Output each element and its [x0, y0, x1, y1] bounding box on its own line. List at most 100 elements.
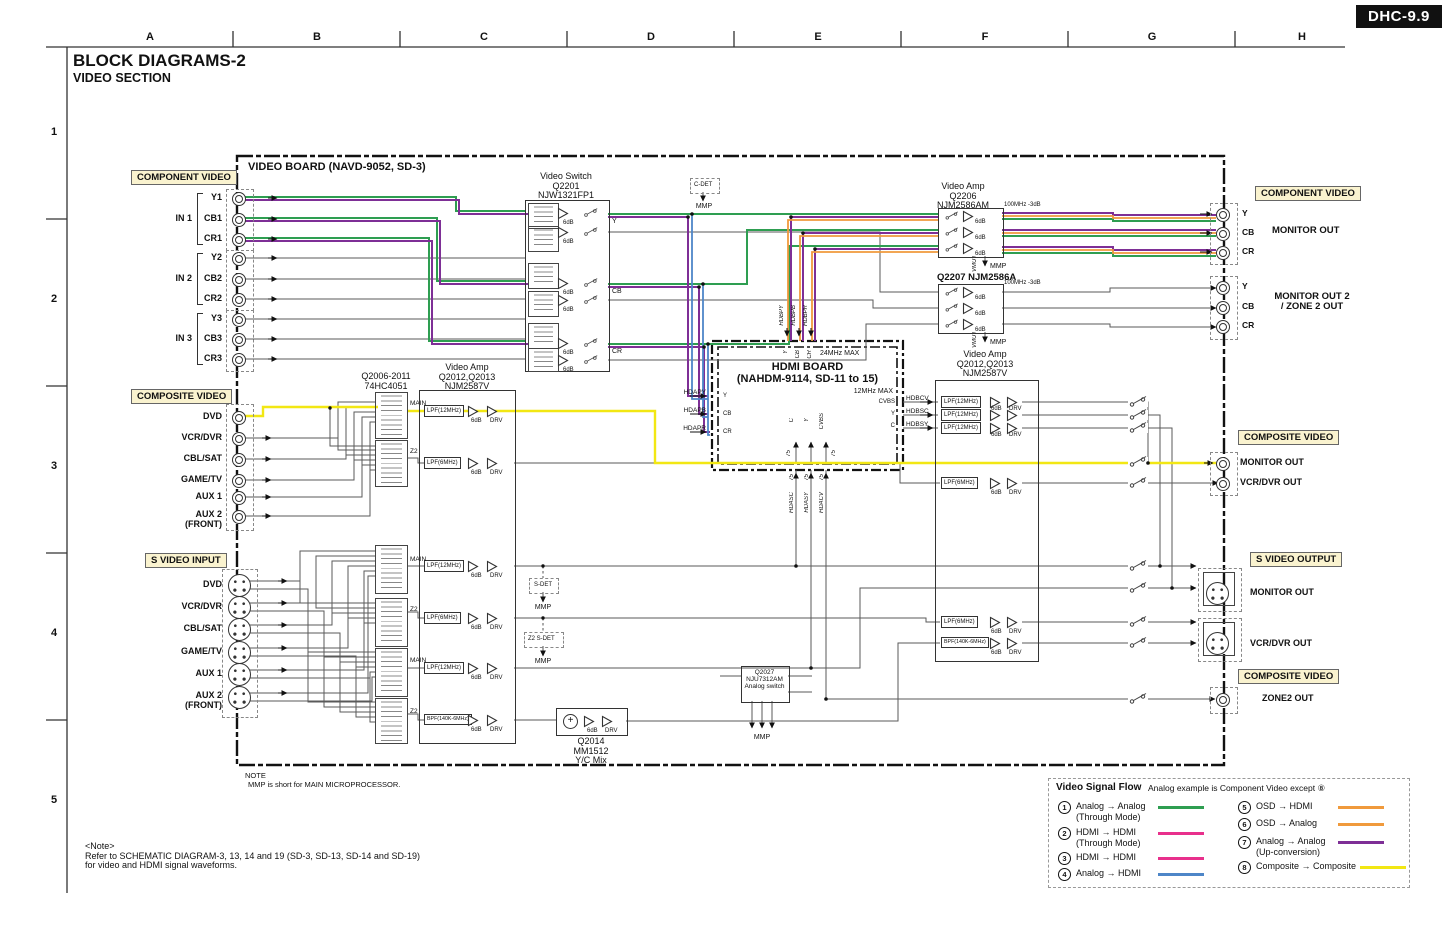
in1-label: IN 1: [175, 213, 192, 223]
row-label-2: 2: [50, 293, 58, 305]
gain-label: 6dB: [563, 350, 574, 356]
jack-label-aux2: AUX 2 (FRONT): [185, 509, 222, 529]
hdmi-board-title: HDMI BOARD (NAHDM-9114, SD-11 to 15): [736, 361, 879, 385]
composite-vcr-out-label: VCR/DVR OUT: [1240, 477, 1303, 487]
rca-out-cb: [1216, 227, 1230, 241]
drv-label: DRV: [1009, 406, 1022, 412]
legend-swatch-4: [1158, 873, 1204, 876]
composite-video-in-tag: COMPOSITE VIDEO: [131, 389, 233, 404]
legend-note: Analog example is Component Video except…: [1148, 783, 1326, 793]
composite-video-out-tag: COMPOSITE VIDEO: [1238, 430, 1340, 445]
out-label-y: Y: [1242, 208, 1248, 218]
legend-swatch-5: [1338, 806, 1384, 809]
jack-label-cr2: CR2: [203, 293, 222, 303]
mmp-label: MMP: [990, 339, 1007, 346]
lpf-box: LPF(12MHz): [941, 422, 982, 434]
lpf-box: LPF(12MHz): [941, 396, 982, 408]
gain-label: 6dB: [991, 432, 1002, 438]
jack-label-game: GAME/TV: [180, 474, 222, 484]
note2: <Note> Refer to SCHEMATIC DIAGRAM-3, 13,…: [85, 841, 420, 871]
amp-left-name: Video Amp Q2012,Q2013 NJM2587V: [438, 362, 496, 392]
gain-label: 6dB: [975, 311, 986, 317]
hdbcv-label: HDBCV: [906, 395, 929, 402]
lpf-box: LPF(6MHz): [424, 612, 461, 624]
col-label-d: D: [647, 31, 655, 43]
rca-out2-cr: [1216, 320, 1230, 334]
rca-out2-y: [1216, 281, 1230, 295]
legend-sub-1: (Through Mode): [1076, 812, 1141, 822]
drv-label: DRV: [1009, 629, 1022, 635]
q2014-name: Q2014 MM1512 Y/C Mix: [573, 736, 609, 766]
svideo-monitor-out-box: [1198, 568, 1242, 612]
svideo-switch-array: [375, 545, 408, 594]
gain-label: 6dB: [563, 290, 574, 296]
jack-label-vcr: VCR/DVR: [181, 432, 222, 442]
bpf-box: BPF(140K-6MHz): [424, 714, 472, 726]
legend-label-8: Composite → Composite: [1256, 861, 1357, 871]
hdmi-top-port-y: Y: [783, 350, 789, 355]
zone2-out-box: [1210, 687, 1238, 714]
lpf-box: LPF(6MHz): [941, 477, 978, 489]
mmp-label: MMP: [534, 658, 552, 665]
q2201-out-cr: CR: [612, 348, 623, 355]
svideo-jack-aux1: [228, 663, 251, 686]
col-label-g: G: [1147, 31, 1157, 43]
gain-label: 6dB: [975, 251, 986, 257]
jack-label-cr1: CR1: [203, 233, 222, 243]
rca-jack-cb3: [232, 333, 246, 347]
amp-right-name: Video Amp Q2012,Q2013 NJM2587V: [956, 349, 1014, 379]
row-label-1: 1: [50, 126, 58, 138]
col-label-e: E: [814, 31, 822, 43]
row-label-5: 5: [50, 794, 58, 806]
legend-num-7: 7: [1238, 836, 1251, 849]
component-out1-box: [1210, 203, 1238, 265]
jack-label-dvd: DVD: [202, 411, 222, 421]
hdbsc-label: HDBSC: [906, 408, 929, 415]
svideo-jack-vcr: [228, 596, 251, 619]
svideo-out-housing: [1203, 572, 1235, 606]
legend-num-3: 3: [1058, 852, 1071, 865]
legend-swatch-3: [1158, 857, 1204, 860]
rca-jack-cr2: [232, 293, 246, 307]
in2-label: IN 2: [175, 273, 192, 283]
drv-label: DRV: [490, 727, 503, 733]
drv-label: DRV: [490, 625, 503, 631]
amp-left-box: [419, 390, 516, 744]
sjack-label-dvd: DVD: [202, 579, 222, 589]
hdmi-top-port-cr: CR: [807, 350, 813, 359]
lpf-box: LPF(12MHz): [424, 560, 465, 572]
legend-sub-2: (Through Mode): [1076, 838, 1141, 848]
gain-label: 6dB: [471, 625, 482, 631]
q2201-box: [525, 200, 610, 372]
sjack-label-cbl: CBL/SAT: [183, 623, 222, 633]
rca-out-y: [1216, 208, 1230, 222]
out-label-cb: CB: [1242, 227, 1255, 237]
model-badge: DHC-9.9: [1356, 5, 1442, 28]
mmp-label: MMP: [534, 604, 552, 611]
legend-num-1: 1: [1058, 801, 1071, 814]
row-label-4: 4: [50, 627, 58, 639]
q2201-switch-array: [528, 291, 559, 317]
svideo-switch-array: [375, 598, 408, 647]
page-subtitle: VIDEO SECTION: [73, 71, 171, 85]
hdmi-right-note: 12MHz MAX: [853, 388, 893, 395]
gain-label: 6dB: [471, 727, 482, 733]
sjack-label-game: GAME/TV: [180, 646, 222, 656]
drv-label: DRV: [1009, 432, 1022, 438]
main-label: MAIN: [410, 657, 427, 664]
legend-label-5: OSD → HDMI: [1256, 801, 1313, 811]
sjack-label-vcr: VCR/DVR: [181, 601, 222, 611]
svideo-in-tag: S VIDEO INPUT: [145, 553, 227, 568]
rca-jack-y2: [232, 252, 246, 266]
hdmi-port-y: Y: [723, 393, 728, 399]
rca-jack-cb1: [232, 213, 246, 227]
svideo-switch-array: [375, 698, 408, 744]
hdmi-bottom-port-c: C: [789, 418, 795, 423]
c-det-box: C-DET: [690, 178, 720, 194]
q2201-switch-array: [528, 348, 559, 372]
row-label-3: 3: [50, 460, 58, 472]
rca-composite-monitor: [1216, 457, 1230, 471]
lpf-box: LPF(12MHz): [424, 405, 465, 417]
z2-label: Z2: [410, 606, 418, 613]
rca-composite-vcr: [1216, 477, 1230, 491]
